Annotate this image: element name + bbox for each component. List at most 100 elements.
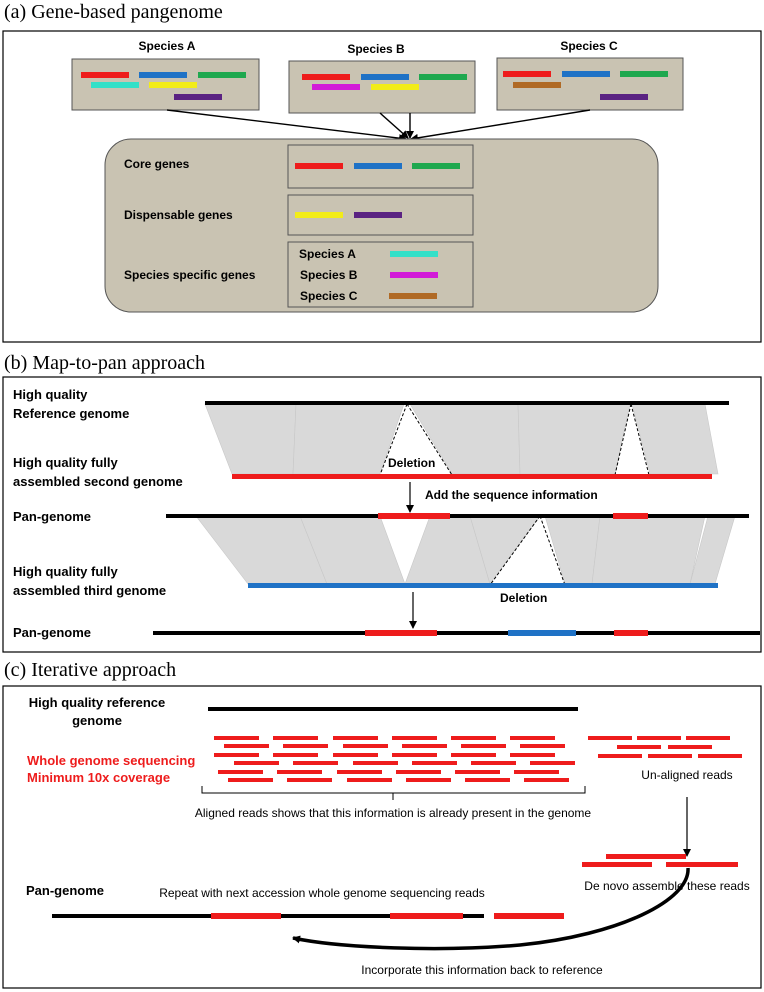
read <box>510 736 555 740</box>
read <box>337 770 382 774</box>
pangenome-summary-panel <box>104 138 659 313</box>
read <box>396 770 441 774</box>
deletion-dashes-1 <box>379 403 650 476</box>
second-genome-line <box>232 474 712 479</box>
second-genome-label-1: High quality fully <box>13 455 118 470</box>
deletion-label-1: Deletion <box>388 456 435 470</box>
read <box>343 744 388 748</box>
dispensable-genes <box>295 212 402 218</box>
specific-species-b-label: Species B <box>300 268 358 282</box>
pan-genome-line-1 <box>166 514 749 518</box>
species-a-genes <box>81 72 246 100</box>
read <box>293 761 338 765</box>
wgs-label-1: Whole genome sequencing <box>27 753 195 768</box>
read <box>455 770 500 774</box>
section-c-frame <box>2 685 762 989</box>
read <box>461 744 506 748</box>
read <box>287 778 332 782</box>
ref-genome-label-2: Reference genome <box>13 406 129 421</box>
read <box>392 753 437 757</box>
repeat-label: Repeat with next accession whole genome … <box>159 886 485 900</box>
read <box>214 753 259 757</box>
section-c-title: (c) Iterative approach <box>4 659 176 681</box>
species-a-label: Species A <box>139 39 196 53</box>
read <box>514 770 559 774</box>
third-genome-label-2: assembled third genome <box>13 583 166 598</box>
read <box>698 754 742 758</box>
specific-species-c-label: Species C <box>300 289 358 303</box>
species-c-box <box>496 57 684 111</box>
pan-genome-insert-2b <box>508 630 576 636</box>
read <box>234 761 279 765</box>
read <box>520 744 565 748</box>
dispensable-genes-label: Dispensable genes <box>124 208 233 222</box>
specific-gene-a <box>390 251 438 257</box>
read <box>510 753 555 757</box>
read <box>406 778 451 782</box>
assembled-contigs <box>582 854 738 867</box>
wgs-label-2: Minimum 10x coverage <box>27 770 170 785</box>
add-info-label: Add the sequence information <box>425 488 598 502</box>
species-specific-genes-label: Species specific genes <box>124 268 256 282</box>
read <box>224 744 269 748</box>
second-genome-label-2: assembled second genome <box>13 474 183 489</box>
pan-genome-insert-1a <box>378 513 450 519</box>
c-reference-line <box>208 707 578 711</box>
species-c-genes <box>503 71 668 100</box>
species-b-label: Species B <box>347 42 405 56</box>
read <box>451 736 496 740</box>
alignment-wedges-1 <box>204 403 719 475</box>
alignment-wedges-2 <box>195 515 736 585</box>
read <box>392 736 437 740</box>
read <box>228 778 273 782</box>
core-genes-label: Core genes <box>124 157 190 171</box>
unaligned-reads-label: Un-aligned reads <box>641 768 732 782</box>
incorporate-arrow <box>292 867 690 951</box>
c-pan-genome-label: Pan-genome <box>26 883 104 898</box>
c-pan-insert-2 <box>390 913 463 919</box>
species-specific-genes-box <box>287 241 474 308</box>
core-genes <box>295 163 460 169</box>
pan-genome-label-1: Pan-genome <box>13 509 91 524</box>
read <box>353 761 398 765</box>
species-c-label: Species C <box>560 39 618 53</box>
read <box>648 754 692 758</box>
dispensable-genes-box <box>287 194 474 236</box>
read <box>277 770 322 774</box>
read <box>471 761 516 765</box>
read <box>686 736 730 740</box>
read <box>617 745 661 749</box>
deletion-dashes-2 <box>489 515 566 586</box>
pan-genome-insert-2a <box>365 630 437 636</box>
read <box>333 753 378 757</box>
c-pan-insert-3 <box>494 913 564 919</box>
read <box>273 753 318 757</box>
section-a-frame <box>2 30 762 343</box>
read <box>465 778 510 782</box>
read <box>214 736 259 740</box>
section-b-title: (b) Map-to-pan approach <box>4 352 205 374</box>
merge-arrows <box>166 109 591 143</box>
unaligned-reads <box>588 736 742 758</box>
specific-species-a-label: Species A <box>299 247 356 261</box>
third-genome-line <box>248 583 718 588</box>
aligned-reads <box>214 736 575 782</box>
read <box>451 753 496 757</box>
pan-genome-insert-1b <box>613 513 648 519</box>
read <box>598 754 642 758</box>
read <box>588 736 632 740</box>
species-b-genes <box>302 74 467 90</box>
aligned-reads-brace <box>201 786 586 800</box>
read <box>273 736 318 740</box>
aligned-reads-note: Aligned reads shows that this informatio… <box>195 806 592 820</box>
pan-genome-label-2: Pan-genome <box>13 625 91 640</box>
core-genes-box <box>287 144 474 189</box>
denovo-label: De novo assemble these reads <box>584 879 749 893</box>
c-ref-label-1: High quality reference <box>29 695 166 710</box>
reference-genome-line <box>205 401 729 405</box>
read <box>347 778 392 782</box>
pan-genome-insert-2c <box>614 630 648 636</box>
read <box>283 744 328 748</box>
read <box>402 744 447 748</box>
